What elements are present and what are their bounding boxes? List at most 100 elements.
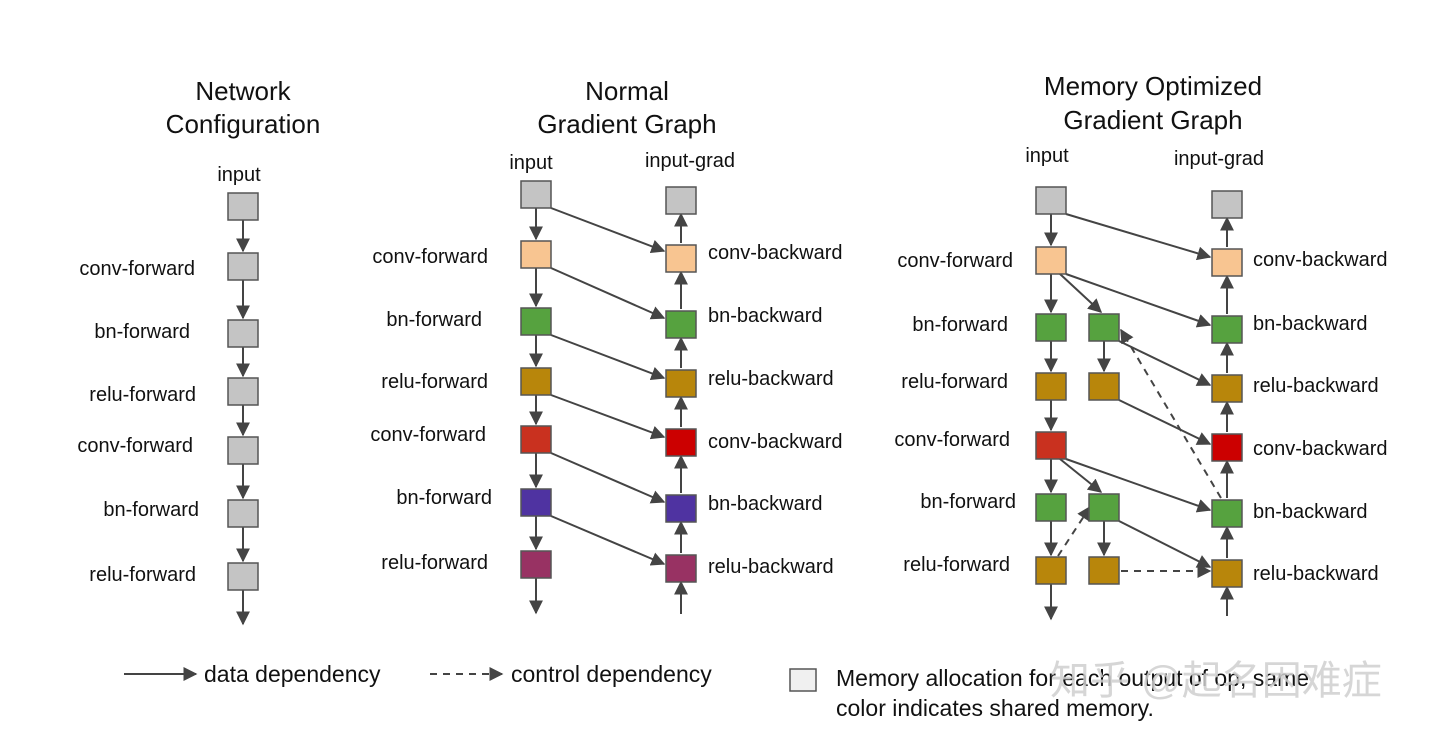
optimized-relu-forward-node — [1035, 556, 1067, 585]
normal-bn-forward-node — [520, 488, 552, 517]
optimized-conv-forward-node — [1035, 431, 1067, 460]
normal-bn-backward-node — [665, 494, 697, 523]
data-edge — [550, 394, 666, 440]
normal-relu-backward-node — [665, 369, 697, 398]
data-edge — [1065, 273, 1212, 328]
optimized-input-grad-node — [1211, 190, 1243, 219]
optimized-bn-recompute-node — [1088, 313, 1120, 342]
normal-title-line1: Normal — [585, 76, 669, 106]
normal-backward-label-4: conv-backward — [708, 431, 843, 453]
network-conv-node — [227, 252, 259, 281]
network-input-node — [227, 192, 259, 221]
normal-conv-forward-node — [520, 240, 552, 269]
normal-forward-label-2: bn-forward — [386, 309, 482, 331]
optimized-forward-label-2: bn-forward — [912, 314, 1008, 336]
optimized-forward-label-3: relu-forward — [901, 371, 1008, 393]
optimized-input-grad-label: input-grad — [1174, 148, 1264, 170]
watermark: 知乎 @起名困难症 — [1050, 659, 1382, 703]
normal-backward-label-1: conv-backward — [708, 242, 843, 264]
normal-forward-label-6: relu-forward — [381, 552, 488, 574]
data-edge — [1118, 340, 1212, 386]
legend: data dependency control dependency Memor… — [124, 661, 1309, 721]
normal-conv-forward-node — [520, 425, 552, 454]
normal-forward-label-5: bn-forward — [396, 487, 492, 509]
network-bn-node — [227, 319, 259, 348]
optimized-relu-forward-node — [1035, 372, 1067, 401]
normal-conv-backward-node — [665, 428, 697, 457]
panel-network-configuration: Network Configuration input conv-forward… — [77, 76, 321, 626]
optimized-relu-recompute-node — [1088, 372, 1120, 401]
optimized-input-label: input — [1025, 145, 1069, 167]
optimized-backward-label-5: bn-backward — [1253, 501, 1368, 523]
normal-input-node — [520, 180, 552, 209]
normal-input-grad-label: input-grad — [645, 150, 735, 172]
network-layer-label-3: relu-forward — [89, 384, 196, 406]
panel-normal-gradient-graph: Normal Gradient Graph input input-grad c… — [370, 76, 843, 615]
normal-conv-backward-node — [665, 244, 697, 273]
normal-backward-label-3: relu-backward — [708, 368, 834, 390]
normal-bn-forward-node — [520, 307, 552, 336]
optimized-backward-label-1: conv-backward — [1253, 249, 1388, 271]
data-edge — [1118, 399, 1212, 445]
network-layer-label-5: bn-forward — [103, 499, 199, 521]
data-edge — [1065, 458, 1212, 513]
optimized-bn-forward-node — [1035, 313, 1067, 342]
optimized-backward-label-4: conv-backward — [1253, 438, 1388, 460]
optimized-relu-backward-node — [1211, 559, 1243, 588]
data-edge — [1059, 273, 1103, 313]
optimized-backward-label-6: relu-backward — [1253, 563, 1379, 585]
network-layer-label-2: bn-forward — [94, 321, 190, 343]
control-edge — [1120, 328, 1222, 499]
normal-forward-label-4: conv-forward — [370, 424, 486, 446]
legend-control-dependency: control dependency — [511, 661, 712, 687]
legend-data-dependency: data dependency — [204, 661, 381, 687]
normal-backward-label-6: relu-backward — [708, 556, 834, 578]
normal-title-line2: Gradient Graph — [537, 109, 716, 139]
normal-forward-label-1: conv-forward — [372, 246, 488, 268]
optimized-forward-label-4: conv-forward — [894, 429, 1010, 451]
legend-memory-box — [789, 668, 817, 692]
network-conv-node — [227, 436, 259, 465]
normal-backward-label-2: bn-backward — [708, 305, 823, 327]
optimized-relu-recompute-node — [1088, 556, 1120, 585]
network-title-line2: Configuration — [166, 109, 321, 139]
network-layer-label-4: conv-forward — [77, 435, 193, 457]
network-relu-node — [227, 562, 259, 591]
optimized-forward-label-1: conv-forward — [897, 250, 1013, 272]
normal-input-label: input — [509, 152, 553, 174]
data-edge — [550, 515, 666, 566]
optimized-bn-backward-node — [1211, 315, 1243, 344]
data-edge — [1118, 520, 1212, 568]
data-edge — [1065, 213, 1212, 261]
optimized-relu-backward-node — [1211, 374, 1243, 403]
data-edge — [1059, 458, 1103, 493]
network-bn-node — [227, 499, 259, 528]
optimized-bn-backward-node — [1211, 499, 1243, 528]
network-layer-label-1: conv-forward — [79, 258, 195, 280]
optimized-backward-label-3: relu-backward — [1253, 375, 1379, 397]
optimized-conv-backward-node — [1211, 433, 1243, 462]
data-edge — [550, 267, 666, 320]
optimized-title-line1: Memory Optimized — [1044, 71, 1262, 101]
optimized-forward-label-5: bn-forward — [920, 491, 1016, 513]
panel-memory-optimized-gradient-graph: Memory Optimized Gradient Graph input in… — [894, 71, 1388, 621]
optimized-bn-forward-node — [1035, 493, 1067, 522]
optimized-conv-backward-node — [1211, 248, 1243, 277]
optimized-title-line2: Gradient Graph — [1063, 105, 1242, 135]
normal-bn-backward-node — [665, 310, 697, 339]
legend-memory-line1: Memory allocation for each output of op,… — [836, 665, 1309, 691]
normal-relu-forward-node — [520, 550, 552, 579]
optimized-bn-recompute-node — [1088, 493, 1120, 522]
optimized-backward-label-2: bn-backward — [1253, 313, 1368, 335]
optimized-forward-label-6: relu-forward — [903, 554, 1010, 576]
normal-input-grad-node — [665, 186, 697, 215]
normal-relu-forward-node — [520, 367, 552, 396]
network-relu-node — [227, 377, 259, 406]
network-layer-label-6: relu-forward — [89, 564, 196, 586]
optimized-input-node — [1035, 186, 1067, 215]
normal-forward-label-3: relu-forward — [381, 371, 488, 393]
network-input-label: input — [217, 164, 261, 186]
data-edge — [550, 207, 666, 254]
normal-relu-backward-node — [665, 554, 697, 583]
